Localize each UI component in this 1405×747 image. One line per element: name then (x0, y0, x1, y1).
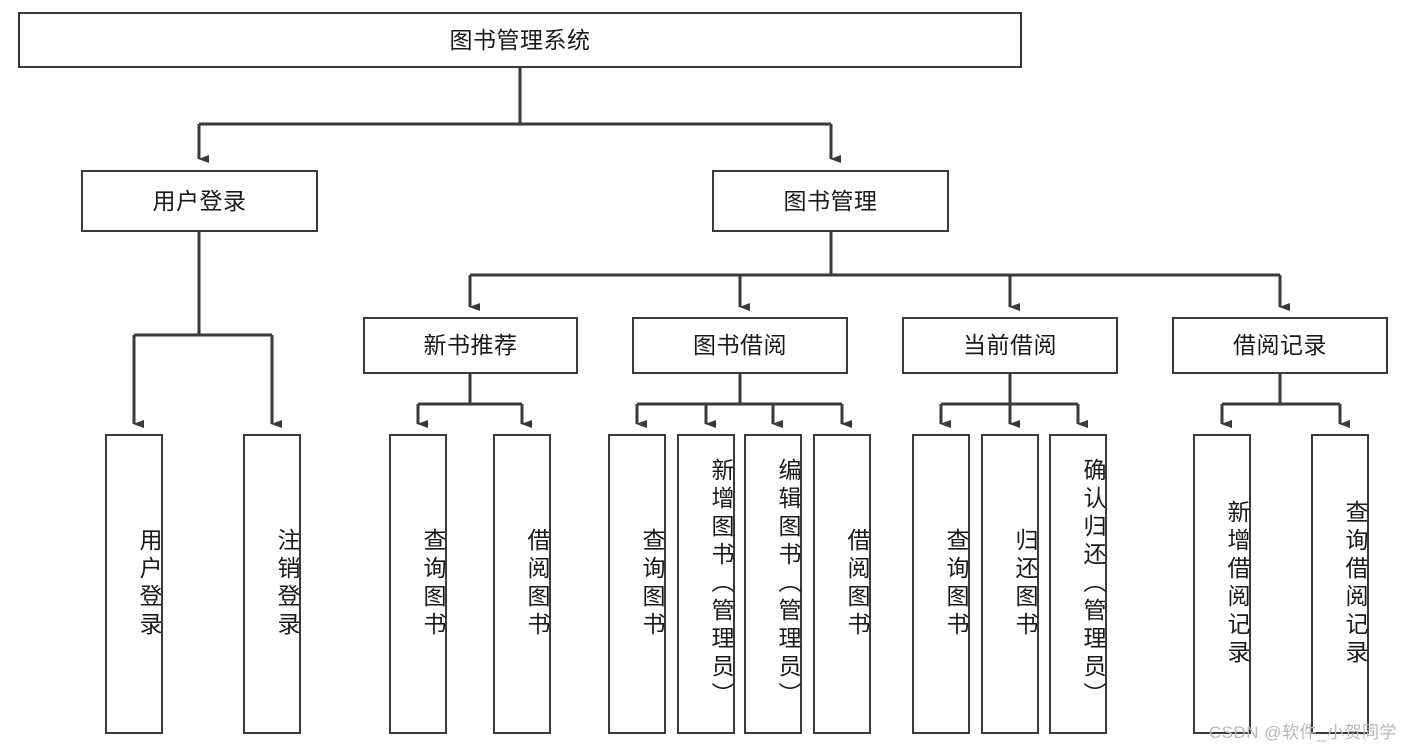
node-leaf-borrow-book-1-label: 借阅图书 (524, 528, 550, 640)
node-leaf-borrow-book-2[interactable]: 借阅图书 (813, 434, 871, 734)
node-leaf-add-record[interactable]: 新增借阅记录 (1193, 434, 1251, 734)
node-leaf-query-book-3-label: 查询图书 (943, 528, 969, 640)
node-new-book-recommend[interactable]: 新书推荐 (363, 317, 578, 374)
node-leaf-confirm-return-label: 确认归还（管理员） (1080, 458, 1106, 710)
node-root-label: 图书管理系统 (449, 26, 591, 53)
node-leaf-query-book-1-label: 查询图书 (420, 528, 446, 640)
node-leaf-query-record-label: 查询借阅记录 (1342, 500, 1368, 668)
node-leaf-confirm-return[interactable]: 确认归还（管理员） (1049, 434, 1107, 734)
node-root[interactable]: 图书管理系统 (18, 12, 1022, 68)
node-leaf-query-book-2[interactable]: 查询图书 (608, 434, 666, 734)
csdn-watermark: CSDN @软件_小贺同学 (1208, 723, 1397, 742)
node-book-manage-label: 图书管理 (783, 187, 878, 214)
node-leaf-add-book[interactable]: 新增图书（管理员） (677, 434, 735, 734)
node-leaf-query-book-3[interactable]: 查询图书 (912, 434, 970, 734)
node-user-login-label: 用户登录 (152, 187, 247, 214)
node-current-borrow-label: 当前借阅 (963, 332, 1057, 359)
node-leaf-user-login-label: 用户登录 (136, 528, 162, 640)
node-leaf-return-book-label: 归还图书 (1012, 528, 1038, 640)
node-leaf-query-book-1[interactable]: 查询图书 (389, 434, 447, 734)
node-book-borrow-label: 图书借阅 (693, 332, 787, 359)
node-borrow-record[interactable]: 借阅记录 (1172, 317, 1388, 374)
node-leaf-logout-login-label: 注销登录 (274, 528, 300, 640)
node-new-book-recommend-label: 新书推荐 (423, 332, 518, 359)
node-leaf-borrow-book-1[interactable]: 借阅图书 (493, 434, 551, 734)
node-leaf-return-book[interactable]: 归还图书 (981, 434, 1039, 734)
node-leaf-user-login[interactable]: 用户登录 (105, 434, 163, 734)
node-leaf-add-book-label: 新增图书（管理员） (708, 458, 734, 710)
node-leaf-query-record[interactable]: 查询借阅记录 (1311, 434, 1369, 734)
node-borrow-record-label: 借阅记录 (1233, 332, 1327, 359)
node-leaf-query-book-2-label: 查询图书 (639, 528, 665, 640)
node-leaf-borrow-book-2-label: 借阅图书 (844, 528, 870, 640)
node-leaf-edit-book-label: 编辑图书（管理员） (775, 458, 801, 710)
node-book-borrow[interactable]: 图书借阅 (632, 317, 848, 374)
node-current-borrow[interactable]: 当前借阅 (902, 317, 1118, 374)
node-leaf-edit-book[interactable]: 编辑图书（管理员） (744, 434, 802, 734)
node-leaf-logout-login[interactable]: 注销登录 (243, 434, 301, 734)
node-leaf-add-record-label: 新增借阅记录 (1224, 500, 1250, 668)
node-user-login[interactable]: 用户登录 (81, 170, 318, 232)
node-book-manage[interactable]: 图书管理 (712, 170, 949, 232)
